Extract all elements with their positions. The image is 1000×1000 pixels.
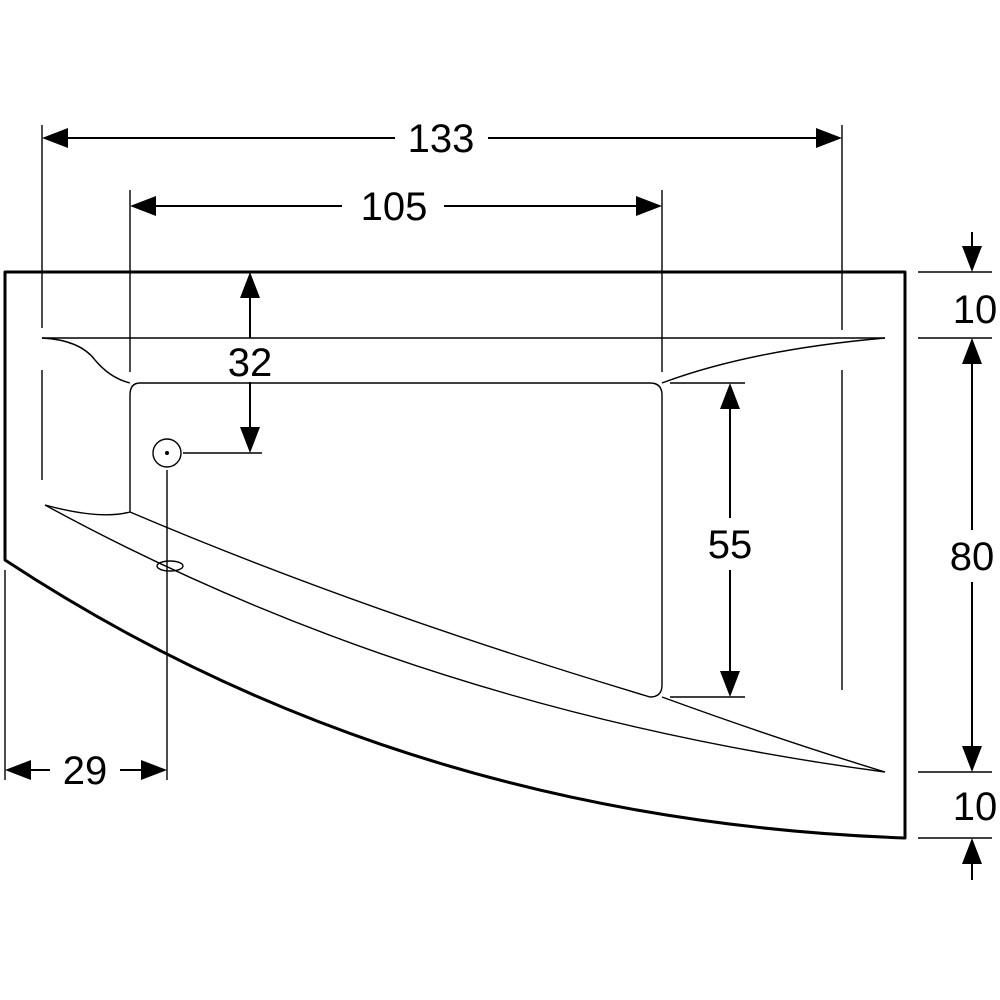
arrow-55-bottom <box>720 671 740 697</box>
inner-basin-outline <box>129 382 663 698</box>
arrow-80-top <box>962 338 982 364</box>
dimension-10-bottom: 10 <box>953 785 998 880</box>
arrow-32-top <box>240 272 260 298</box>
arrow-105-left <box>130 196 156 216</box>
arrow-29-right <box>141 760 167 780</box>
label-10-top: 10 <box>953 288 998 332</box>
arrow-105-right <box>636 196 662 216</box>
label-55: 55 <box>708 523 753 567</box>
dimension-55: 55 <box>708 383 753 697</box>
right-lower-rim-curve <box>661 696 886 773</box>
dimension-10-top: 10 <box>953 232 998 332</box>
arrow-32-bottom <box>240 427 260 453</box>
drain-circle <box>152 438 182 468</box>
drain-center-dot <box>165 451 169 455</box>
dimension-80: 80 <box>950 338 995 772</box>
basin-slope-curve <box>44 504 131 516</box>
dimension-105: 105 <box>130 185 662 229</box>
dimension-29: 29 <box>5 749 167 793</box>
arrow-29-left <box>5 760 31 780</box>
label-10-bottom: 10 <box>953 785 998 829</box>
label-105: 105 <box>361 185 428 229</box>
overflow-slot <box>156 560 184 572</box>
arrow-80-bottom <box>962 746 982 772</box>
arrow-133-right <box>816 128 842 148</box>
label-80: 80 <box>950 535 995 579</box>
label-32: 32 <box>228 341 273 385</box>
arrow-10-bottom-up <box>962 838 982 864</box>
inner-rim-bottom-curve <box>44 504 886 773</box>
arrow-10-top-down <box>962 246 982 272</box>
tub-outer-outline <box>3 270 907 840</box>
label-29: 29 <box>63 749 108 793</box>
label-133: 133 <box>408 117 475 161</box>
dimension-133: 133 <box>42 117 842 161</box>
arrow-55-top <box>720 383 740 409</box>
dimension-32: 32 <box>228 272 273 453</box>
right-rim-curve <box>661 337 886 384</box>
arrow-133-left <box>42 128 68 148</box>
left-rim-curve <box>41 337 131 384</box>
